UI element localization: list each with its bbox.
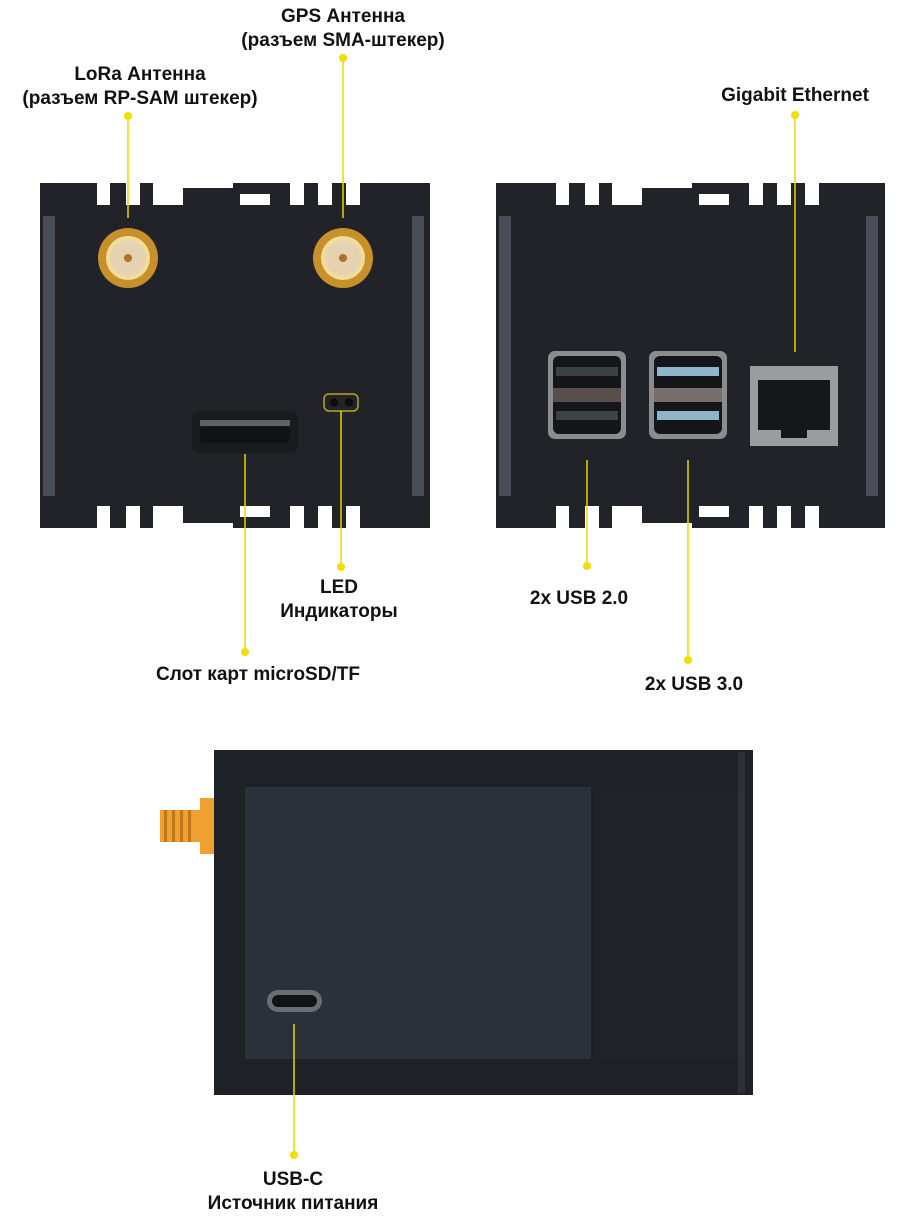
leader-dots xyxy=(124,54,799,1159)
label-line: Индикаторы xyxy=(280,601,398,622)
side-rail xyxy=(43,216,55,496)
usbc-label: USB-C Источник питания xyxy=(208,1168,379,1216)
label-line: LED xyxy=(319,577,358,598)
ethernet-port xyxy=(750,366,838,446)
label-line: 2x USB 2.0 xyxy=(529,588,629,609)
usb3-label: 2x USB 3.0 xyxy=(645,673,743,697)
rear-panel xyxy=(496,183,885,528)
usb3-ports xyxy=(649,351,727,439)
usb2-label: 2x USB 2.0 xyxy=(530,587,628,611)
side-rail xyxy=(412,216,424,496)
sma-connector-side xyxy=(160,798,214,854)
lora-antenna-label: LoRa Антенна (разъем RP-SAM штекер) xyxy=(22,63,257,111)
usb-c-port xyxy=(267,990,322,1012)
led-label: LED Индикаторы xyxy=(280,576,397,624)
label-line: Источник питания xyxy=(207,1193,379,1214)
label-line: LoRa Антенна xyxy=(74,64,206,85)
usb2-ports xyxy=(548,351,626,439)
label-line: Слот карт microSD/TF xyxy=(156,664,360,685)
microsd-slot xyxy=(192,411,298,453)
label-line: USB-C xyxy=(262,1169,324,1190)
side-view xyxy=(160,750,753,1095)
label-line: (разъем RP-SAM штекер) xyxy=(22,88,258,109)
lora-antenna-connector xyxy=(98,228,158,288)
gps-antenna-connector xyxy=(313,228,373,288)
gps-antenna-label: GPS Антенна (разъем SMA-штекер) xyxy=(241,5,444,53)
leader-lines xyxy=(127,58,796,1155)
ethernet-label: Gigabit Ethernet xyxy=(721,84,869,108)
label-line: Gigabit Ethernet xyxy=(721,85,869,106)
label-line: GPS Антенна xyxy=(280,6,405,27)
microsd-label: Слот карт microSD/TF xyxy=(156,663,360,687)
front-panel xyxy=(40,183,430,528)
label-line: (разъем SMA-штекер) xyxy=(241,30,445,51)
label-line: 2x USB 3.0 xyxy=(644,674,744,695)
